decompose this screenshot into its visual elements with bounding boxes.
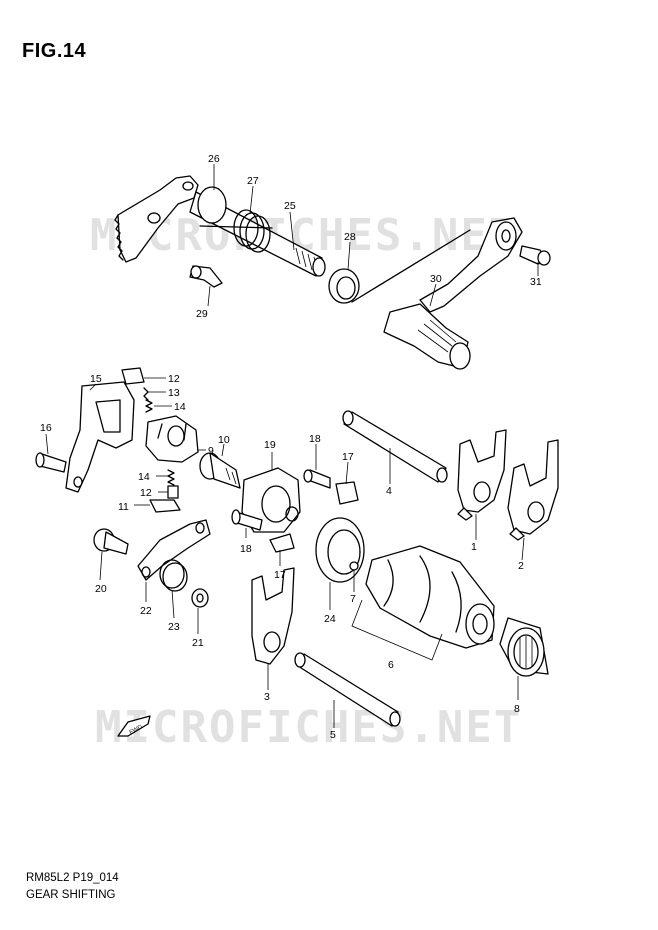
part-25-gearshift-shaft: [189, 186, 326, 277]
callout-9: 9: [208, 445, 214, 457]
callout-25: 25: [284, 200, 296, 212]
part-17-pawl-upper: [335, 481, 359, 505]
callout-14-upper: 14: [174, 401, 186, 413]
callout-12-lower: 12: [140, 487, 152, 499]
diagram-caption: GEAR SHIFTING: [26, 889, 116, 901]
watermark-bottom: MICROFICHES.NET: [95, 702, 522, 753]
callout-26: 26: [208, 153, 220, 165]
callout-7: 7: [350, 593, 356, 605]
part-26-gearshift-arm: [114, 175, 199, 263]
callout-13: 13: [168, 387, 180, 399]
part-6-shift-cam: [351, 545, 495, 661]
callout-20: 20: [95, 583, 107, 595]
part-12-pin-lower: [167, 485, 179, 499]
callout-4: 4: [386, 485, 392, 497]
part-3-shift-fork: [251, 567, 295, 665]
callout-5: 5: [330, 729, 336, 741]
callout-28: 28: [344, 231, 356, 243]
part-31-bolt: [519, 245, 551, 266]
callout-3: 3: [264, 691, 270, 703]
callout-24: 24: [324, 613, 336, 625]
callout-23: 23: [168, 621, 180, 633]
part-14-spring-upper: [145, 399, 153, 413]
part-14-spring-lower: [167, 469, 175, 486]
callout-27: 27: [247, 175, 259, 187]
part-19-cam-gear: [241, 467, 301, 533]
callout-2: 2: [518, 560, 524, 572]
callout-22: 22: [140, 605, 152, 617]
part-17-pawl-lower: [269, 533, 295, 553]
part-22-gearshift-arm: [137, 519, 211, 581]
callout-11: 11: [118, 501, 129, 513]
callout-17-lower: 17: [274, 569, 286, 581]
callout-29: 29: [196, 308, 208, 320]
part-27-return-spring: [199, 209, 273, 253]
part-2-shift-fork: [507, 439, 559, 541]
callout-labels: 1 2 3 4 5 6 7 8 9 10 11 12 12 13 14 14 1…: [40, 153, 542, 741]
callout-19: 19: [264, 439, 276, 451]
diagram-code: RM85L2 P19_014: [26, 872, 119, 884]
callout-16: 16: [40, 422, 52, 434]
part-9-gearshift-cam: [145, 415, 199, 463]
part-10-cam-bolt: [199, 452, 241, 489]
callout-15: 15: [90, 373, 102, 385]
part-16-screw: [35, 452, 67, 473]
callout-12-upper: 12: [168, 373, 180, 385]
part-20-bolt: [93, 528, 129, 555]
part-5-fork-shaft: [294, 652, 401, 727]
callout-14-lower: 14: [138, 471, 150, 483]
part-13-spring: [143, 387, 149, 401]
callout-31: 31: [530, 276, 542, 288]
figure-title: FIG.14: [22, 40, 87, 62]
part-29-bolt: [189, 265, 223, 288]
callout-8: 8: [514, 703, 520, 715]
part-1-shift-fork: [457, 429, 507, 521]
part-11-stopper: [149, 499, 181, 513]
part-30-gearshift-lever: [351, 217, 523, 370]
callout-1: 1: [471, 541, 477, 553]
callout-18-upper: 18: [309, 433, 321, 445]
callout-21: 21: [192, 637, 204, 649]
part-4-fork-shaft: [342, 410, 448, 483]
part-23-spring: [159, 559, 188, 592]
callout-6: 6: [388, 659, 394, 671]
part-18-bolt-upper: [303, 469, 331, 489]
part-15-plate: [65, 381, 135, 493]
part-21-washer: [191, 588, 209, 608]
leader-lines: [45, 164, 539, 728]
callout-17-upper: 17: [342, 451, 354, 463]
part-28-oil-seal: [328, 268, 360, 304]
part-24-bearing: [315, 517, 365, 583]
callout-30: 30: [430, 273, 442, 285]
part-12-pin-upper: [121, 367, 145, 385]
callout-10: 10: [218, 434, 230, 446]
part-18-bolt-lower: [231, 509, 263, 531]
part-8-needle-bearing: [499, 617, 549, 677]
part-7-pin: [349, 561, 359, 571]
callout-18-lower: 18: [240, 543, 252, 555]
